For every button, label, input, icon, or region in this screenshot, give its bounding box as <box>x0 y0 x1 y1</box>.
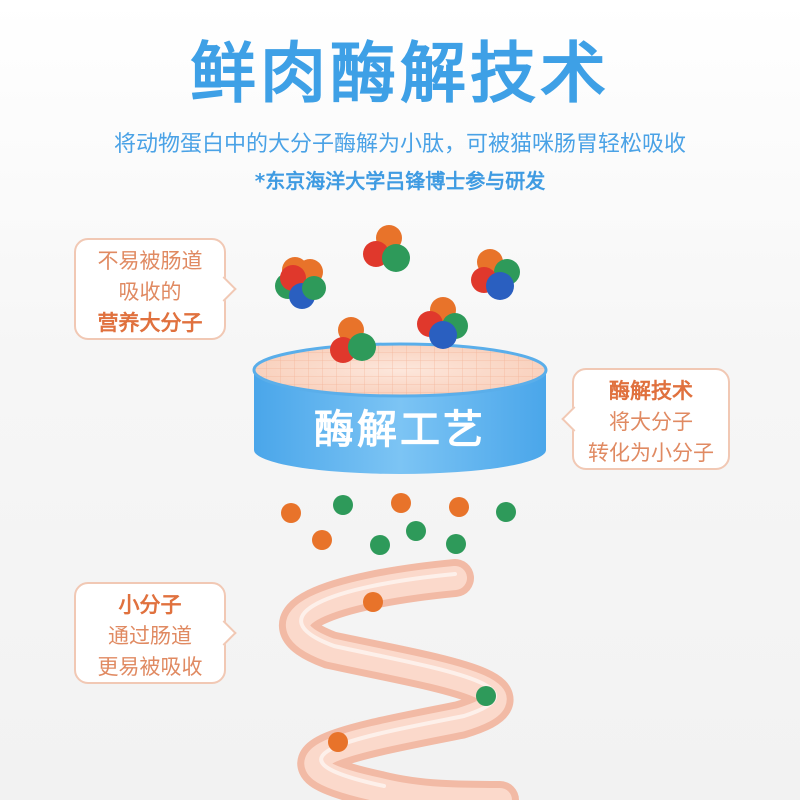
small-molecules <box>281 493 516 555</box>
page-subtitle: 将动物蛋白中的大分子酶解为小肽，可被猫咪肠胃轻松吸收 <box>113 132 686 157</box>
callout-line: 将大分子 <box>609 410 693 434</box>
callout-large-molecules: 不易被肠道 吸收的 营养大分子 <box>74 238 237 340</box>
large-molecule-cluster <box>471 249 520 300</box>
research-note: *东京海洋大学吕锋博士参与研发 <box>254 169 546 193</box>
page-title: 鲜肉酶解技术 <box>190 35 610 112</box>
callout-line: 不易被肠道 <box>97 249 203 273</box>
enzyme-drum <box>252 342 548 474</box>
small-molecule-orange <box>328 732 348 752</box>
callout-line: 更易被吸收 <box>97 655 203 679</box>
callout-line: 吸收的 <box>118 280 182 304</box>
drum-label: 酶解工艺 <box>314 407 486 453</box>
large-molecule-cluster <box>330 317 376 363</box>
intestine-tube <box>279 559 519 800</box>
large-molecule-cluster <box>275 257 326 309</box>
callout-small-molecules: 小分子 通过肠道 更易被吸收 <box>74 582 237 684</box>
large-molecule-cluster <box>417 297 468 349</box>
callout-highlight: 营养大分子 <box>97 311 203 335</box>
callout-highlight: 小分子 <box>118 593 182 617</box>
small-molecule-orange <box>363 592 383 612</box>
callout-line: 通过肠道 <box>108 624 192 648</box>
large-molecule-cluster <box>363 225 410 272</box>
small-molecule-green <box>476 686 496 706</box>
callout-enzyme-tech: 酶解技术 将大分子 转化为小分子 <box>561 368 730 470</box>
callout-highlight: 酶解技术 <box>609 379 693 403</box>
callout-line: 转化为小分子 <box>588 441 714 465</box>
